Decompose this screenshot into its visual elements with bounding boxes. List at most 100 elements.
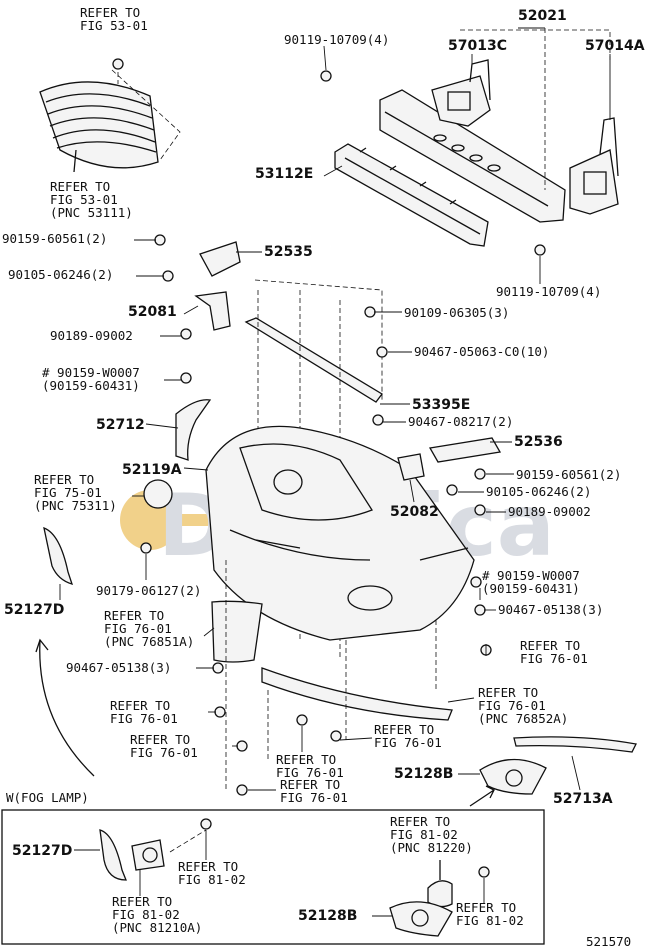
label-line: REFER TO bbox=[520, 638, 580, 653]
label-line: REFER TO bbox=[276, 752, 336, 767]
label-line: FIG 76-01 bbox=[374, 735, 442, 750]
label-line: REFER TO bbox=[104, 608, 164, 623]
bracket-52082-part bbox=[397, 453, 425, 481]
label-line: (PNC 76852A) bbox=[478, 711, 568, 726]
label-line: REFER TO bbox=[374, 722, 434, 737]
part-52713a-label: 52713A bbox=[553, 791, 613, 807]
retainer-strip-part bbox=[244, 317, 383, 403]
label-line: FIG 76-01 bbox=[276, 765, 344, 780]
part-52119a-label: 52119A bbox=[122, 462, 182, 478]
part-90109-label: 90109-06305(3) bbox=[404, 305, 509, 320]
inset-fog-cover-52128b bbox=[389, 901, 453, 937]
label-line: REFER TO bbox=[280, 777, 340, 792]
label-line: FIG 81-02 bbox=[456, 913, 524, 928]
part-90105-label-a: 90105-06246(2) bbox=[8, 267, 113, 282]
label-line: REFER TO bbox=[112, 894, 172, 909]
inset-screw-a bbox=[200, 818, 212, 830]
label-line: REFER TO bbox=[456, 900, 516, 915]
part-90189-label-b: 90189-09002 bbox=[508, 504, 591, 519]
label-line: # 90159-W0007 bbox=[42, 365, 140, 380]
bracket-57013c-part bbox=[431, 59, 491, 127]
part-90119-label-b: 90119-10709(4) bbox=[496, 284, 601, 299]
part-57014a-label: 57014A bbox=[585, 38, 645, 54]
part-57013c-label: 57013C bbox=[448, 38, 507, 54]
part-90159-label-a: 90159-60561(2) bbox=[2, 231, 107, 246]
label-line: FIG 76-01 bbox=[104, 621, 172, 636]
inset-fog-cover-52127d bbox=[99, 829, 127, 881]
part-90159-label-b: 90159-60561(2) bbox=[516, 467, 621, 482]
inset-part-52128b-label: 52128B bbox=[298, 908, 357, 924]
part-53112e-label: 53112E bbox=[255, 166, 313, 182]
energy-absorber-part bbox=[334, 143, 489, 247]
label-line: (90159-60431) bbox=[42, 378, 140, 393]
label-line: REFER TO bbox=[110, 698, 170, 713]
bracket-52536-part bbox=[428, 437, 502, 463]
figure-number: 521570 bbox=[586, 934, 631, 949]
part-90467-label-a: 90467-05063-C0(10) bbox=[414, 344, 549, 359]
part-52128b-label: 52128B bbox=[394, 766, 453, 782]
side-retainer-52712-part bbox=[175, 399, 212, 461]
label-line: (PNC 76851A) bbox=[104, 634, 194, 649]
part-52021-label: 52021 bbox=[518, 8, 567, 24]
bracket-52535-part bbox=[199, 241, 241, 277]
part-90467-label-c: 90467-05138(3) bbox=[66, 660, 171, 675]
fog-cover-52128b-part bbox=[479, 758, 547, 795]
label-line: REFER TO bbox=[478, 685, 538, 700]
part-90467-label-b: 90467-08217(2) bbox=[408, 414, 513, 429]
label-line: FIG 76-01 bbox=[130, 745, 198, 760]
label-line: FIG 81-02 bbox=[112, 907, 180, 922]
label-line: REFER TO bbox=[50, 179, 110, 194]
part-52535-label: 52535 bbox=[264, 244, 313, 260]
label-line: FIG 81-02 bbox=[390, 827, 458, 842]
radiator-grille-part bbox=[39, 81, 159, 173]
fog-cover-52127d-part bbox=[43, 526, 74, 585]
part-90159-w-label-b: # 90159-W0007(90159-60431) bbox=[482, 568, 580, 596]
label-line: (90159-60431) bbox=[482, 581, 580, 596]
moulding-52713a-part bbox=[513, 736, 637, 753]
part-90119-label-a: 90119-10709(4) bbox=[284, 32, 389, 47]
lower-spoiler-left-part bbox=[211, 600, 263, 663]
bracket-57014a-part bbox=[569, 117, 619, 215]
part-52536-label: 52536 bbox=[514, 434, 563, 450]
label-line: REFER TO bbox=[80, 5, 140, 20]
part-53395e-label: 53395E bbox=[412, 397, 470, 413]
label-line: REFER TO bbox=[130, 732, 190, 747]
inset-part-52127d-label: 52127D bbox=[12, 843, 72, 859]
part-52081-label: 52081 bbox=[128, 304, 177, 320]
label-line: FIG 75-01 bbox=[34, 485, 102, 500]
label-line: (PNC 75311) bbox=[34, 498, 117, 513]
label-line: FIG 81-02 bbox=[178, 872, 246, 887]
inset-fog-lamp-part bbox=[427, 880, 453, 908]
inset-frame bbox=[1, 809, 545, 945]
label-line: REFER TO bbox=[34, 472, 94, 487]
emblem-part bbox=[143, 479, 173, 509]
label-line: FIG 76-01 bbox=[520, 651, 588, 666]
label-line: FIG 76-01 bbox=[110, 711, 178, 726]
leader-lines bbox=[59, 27, 611, 791]
bracket-52081-part bbox=[194, 291, 231, 331]
part-90105-label-b: 90105-06246(2) bbox=[486, 484, 591, 499]
part-90189-label-a: 90189-09002 bbox=[50, 328, 133, 343]
label-line: # 90159-W0007 bbox=[482, 568, 580, 583]
inset-title: W(FOG LAMP) bbox=[6, 790, 89, 805]
part-90159-w-label-a: # 90159-W0007(90159-60431) bbox=[42, 365, 140, 393]
label-line: FIG 76-01 bbox=[280, 790, 348, 805]
part-90467-label-d: 90467-05138(3) bbox=[498, 602, 603, 617]
inset-screw-b bbox=[478, 866, 490, 878]
